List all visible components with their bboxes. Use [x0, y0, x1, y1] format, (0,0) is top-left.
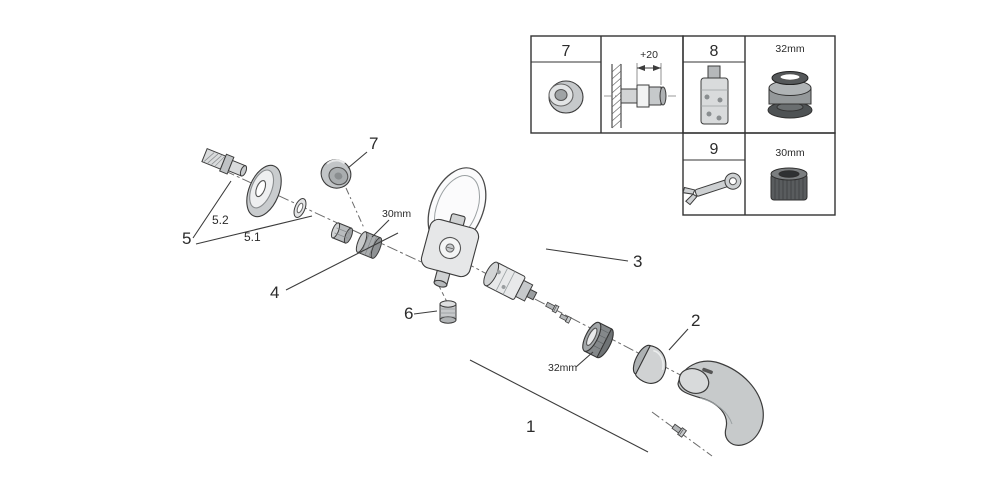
part-2-cap: [632, 344, 667, 384]
part-fixing-screw-2: [559, 313, 572, 324]
part-5-1-escutcheon: [246, 164, 282, 218]
inset-box: 7: [530, 35, 836, 216]
part-mixer-body: [420, 213, 480, 288]
callout-lines: [192, 151, 689, 453]
callout-3: 3: [633, 252, 642, 271]
centerline-cap7: [345, 187, 365, 229]
part-fixing-screw-1: [545, 301, 560, 314]
inset-cell-7: 7: [548, 43, 584, 114]
inset-part-8-cartridge: [700, 65, 729, 125]
leader-5-1: [195, 215, 313, 245]
part-union-nut-30mm: [355, 231, 383, 259]
inset-cell-30mm: 30mm: [770, 147, 808, 201]
part-32mm-ring-nut: [582, 321, 614, 359]
inset-cell-9: 9: [682, 141, 742, 206]
callout-5-1: 5.1: [244, 230, 261, 244]
callout-4: 4: [270, 283, 279, 302]
callout-2: 2: [691, 311, 700, 330]
inset-label-9: 9: [710, 141, 719, 158]
callout-5-2: 5.2: [212, 213, 229, 227]
inset-part-seal-set: [767, 71, 813, 119]
inset-dim-32mm: 32mm: [775, 43, 804, 55]
part-6-adapter: [439, 300, 457, 324]
leader-32mm: [575, 351, 594, 368]
part-5-2-fitting: [201, 147, 248, 177]
inset-part-7-cap: [548, 80, 584, 114]
inset-wall-fitting: [620, 84, 667, 108]
leader-5-2: [192, 180, 232, 239]
inset-label-7: 7: [562, 43, 571, 60]
callout-7: 7: [369, 134, 378, 153]
leader-30mm: [371, 219, 390, 238]
centerline-aerator: [438, 285, 448, 303]
inset-cell-32mm: 32mm: [767, 43, 813, 119]
arrow-right-icon: [653, 65, 661, 71]
part-3-cartridge: [483, 261, 538, 302]
dim-32mm-main: 32mm: [548, 362, 577, 374]
dim-plus20-group: +20: [636, 49, 662, 85]
leader-4: [285, 232, 399, 291]
inset-part-9-wrench: [682, 172, 742, 206]
callout-1: 1: [526, 417, 535, 436]
leader-6: [413, 310, 438, 315]
part-7-cap: [320, 159, 352, 189]
leader-2: [668, 328, 689, 351]
arrow-left-icon: [637, 65, 645, 71]
dim-30mm-main: 30mm: [382, 208, 411, 220]
inset-label-8: 8: [710, 43, 719, 60]
inset-cell-installation: +20: [604, 49, 678, 129]
inset-part-30mm-nut: [770, 167, 808, 201]
centerline-left-axis: [205, 161, 431, 267]
leader-7: [347, 151, 368, 169]
leader-3: [545, 248, 629, 262]
leader-1: [469, 359, 649, 453]
inset-borders: [530, 35, 836, 216]
callout-5: 5: [182, 229, 191, 248]
part-handle-screw: [671, 423, 688, 438]
part-union-nut-small: [330, 222, 354, 244]
callout-6: 6: [404, 304, 413, 323]
inset-dim-30mm: 30mm: [775, 147, 804, 159]
inset-cell-8: 8: [700, 43, 729, 125]
part-1-lever-handle: [677, 360, 764, 446]
dim-plus20: +20: [640, 49, 658, 61]
part-washer: [293, 198, 307, 218]
